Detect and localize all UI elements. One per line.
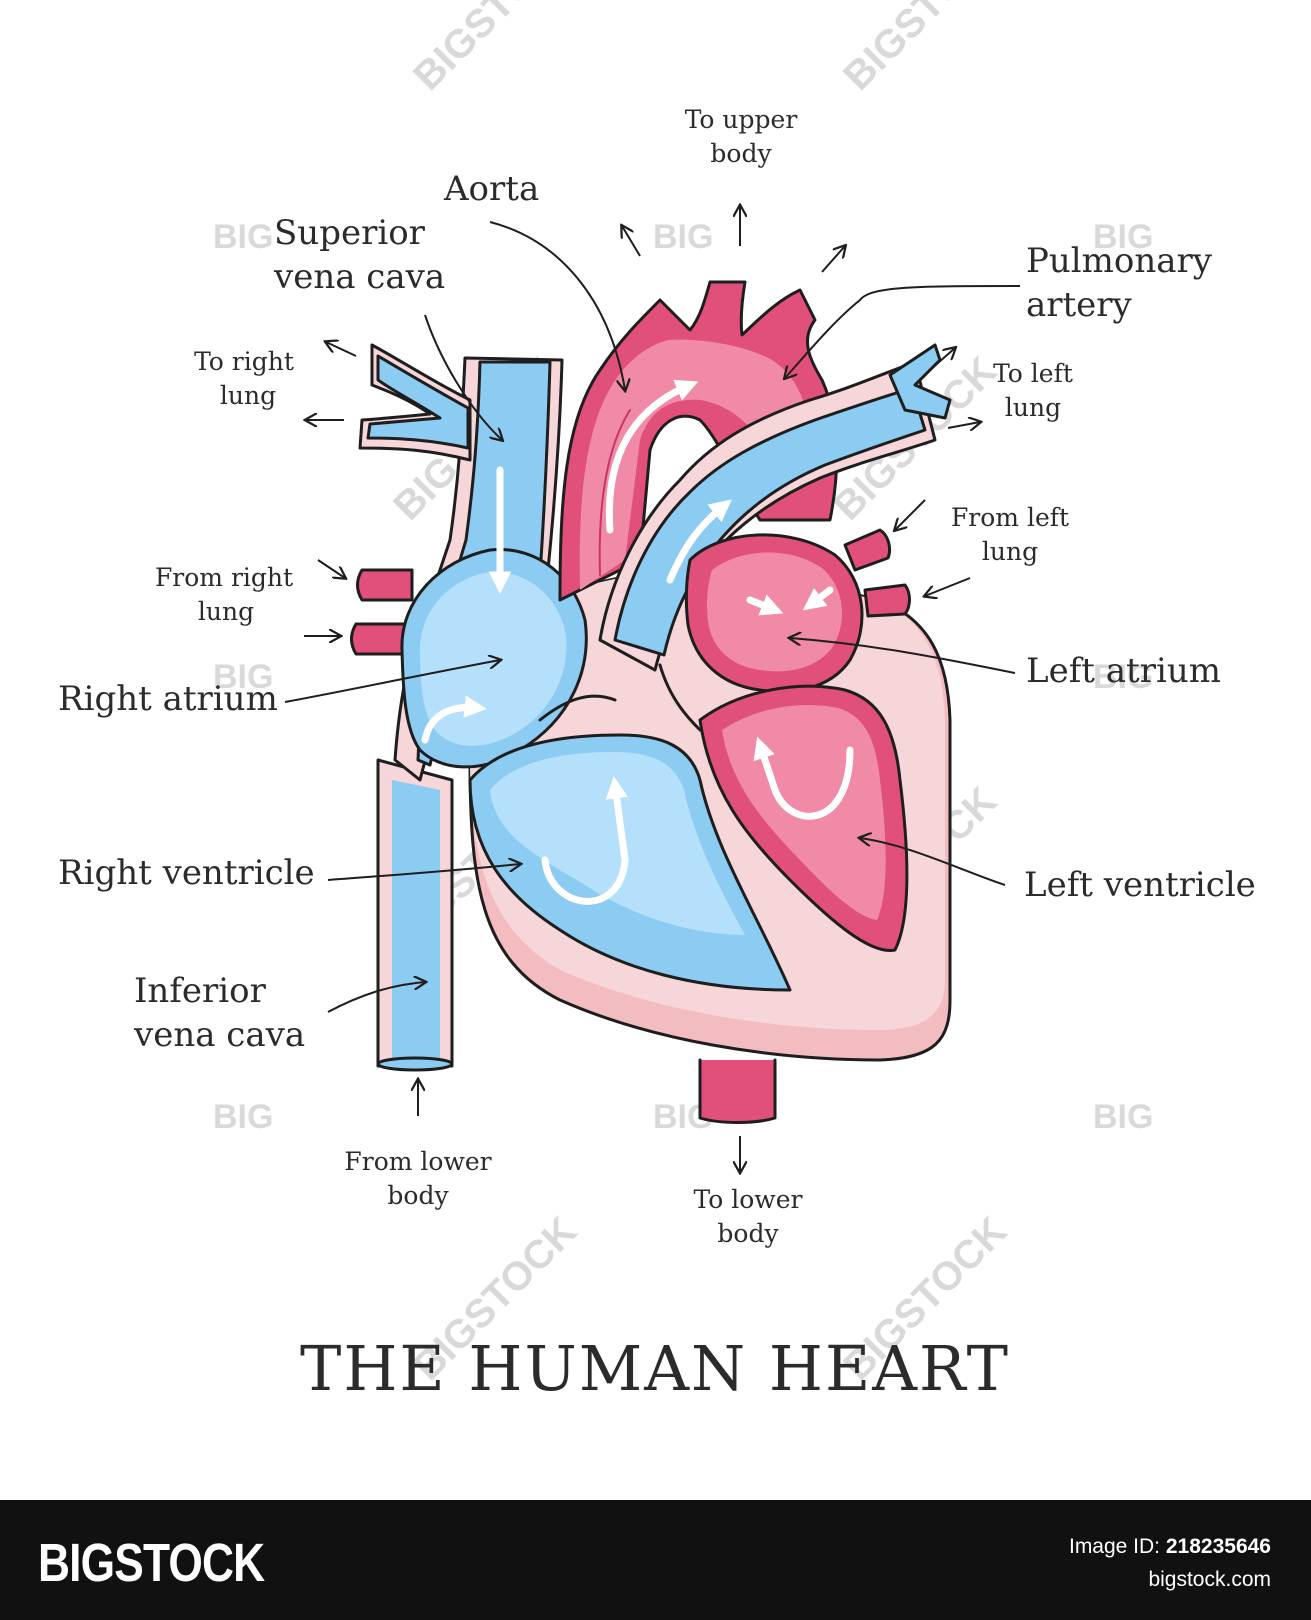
flow-to-lower-body-1: To lower bbox=[694, 1185, 803, 1214]
descending-aorta bbox=[698, 1058, 777, 1124]
flow-to-left-lung-1: To left bbox=[993, 359, 1073, 388]
bigstock-logo: BIGSTOCK bbox=[38, 1533, 265, 1593]
flow-to-right-lung-2: lung bbox=[220, 381, 276, 410]
watermark-bigstock: BIGSTOCK bbox=[835, 0, 1015, 99]
right-pulmonary-vein-upper bbox=[356, 568, 414, 602]
watermark-big: BIG bbox=[213, 658, 273, 696]
watermark-big: BIG bbox=[1093, 1098, 1153, 1136]
flow-to-upper-body-2: body bbox=[710, 139, 772, 168]
external-flow-arrows bbox=[304, 206, 980, 1172]
label-left-ventricle: Left ventricle bbox=[1024, 865, 1256, 905]
image-id-label: Image ID: bbox=[1068, 1535, 1161, 1558]
flow-from-lower-body-1: From lower bbox=[344, 1147, 491, 1176]
label-inferior-vena-cava-1: Inferior bbox=[134, 971, 267, 1011]
flow-to-upper-body-1: To upper bbox=[685, 105, 798, 134]
watermark-big: BIG bbox=[213, 218, 273, 256]
label-pulmonary-artery-2: artery bbox=[1026, 285, 1133, 325]
label-aorta: Aorta bbox=[443, 169, 539, 209]
left-pulmonary-vein-lower bbox=[863, 583, 911, 618]
leader-lines bbox=[284, 221, 1021, 1013]
watermark-bigstock: BIGSTOCK bbox=[405, 0, 585, 99]
flow-labels: To upper body To right lung To left lung… bbox=[155, 105, 1073, 1248]
site-url[interactable]: bigstock.com bbox=[1148, 1568, 1271, 1591]
watermark-big: BIG bbox=[1093, 218, 1153, 256]
flow-from-right-lung-2: lung bbox=[198, 597, 254, 626]
blood-flow-arrows bbox=[421, 379, 854, 905]
watermark-big: BIG bbox=[653, 218, 713, 256]
label-pulmonary-artery-1: Pulmonary bbox=[1026, 241, 1213, 281]
heart-diagram: BIG BIG BIG BIG BIG BIG BIG BIG BIG BIGS… bbox=[58, 0, 1256, 1405]
label-left-atrium: Left atrium bbox=[1026, 651, 1221, 691]
flow-to-left-lung-2: lung bbox=[1005, 393, 1061, 422]
flow-to-right-lung-1: To right bbox=[194, 347, 294, 376]
flow-from-right-lung-1: From right bbox=[155, 563, 293, 592]
anatomy-labels: Aorta Superior vena cava Pulmonary arter… bbox=[58, 169, 1256, 1055]
flow-from-left-lung-2: lung bbox=[982, 537, 1038, 566]
flow-to-lower-body-2: body bbox=[717, 1219, 779, 1248]
left-pulmonary-vein-upper bbox=[843, 528, 892, 572]
label-right-atrium: Right atrium bbox=[58, 679, 278, 719]
label-superior-vena-cava-1: Superior bbox=[274, 213, 426, 253]
flow-from-lower-body-2: body bbox=[387, 1181, 449, 1210]
image-info: Image ID: 218235646 bigstock.com bbox=[1069, 1530, 1271, 1596]
flow-from-left-lung-1: From left bbox=[951, 503, 1069, 532]
watermark-big: BIG bbox=[1093, 658, 1153, 696]
image-id: 218235646 bbox=[1165, 1535, 1271, 1558]
label-superior-vena-cava-2: vena cava bbox=[273, 257, 445, 297]
footer-bar: BIGSTOCK Image ID: 218235646 bigstock.co… bbox=[0, 1500, 1311, 1620]
diagram-title: THE HUMAN HEART bbox=[300, 1332, 1010, 1405]
heart-illustration bbox=[350, 280, 952, 1124]
label-inferior-vena-cava-2: vena cava bbox=[133, 1015, 305, 1055]
label-right-ventricle: Right ventricle bbox=[58, 853, 315, 893]
watermark-big: BIG bbox=[213, 1098, 273, 1136]
